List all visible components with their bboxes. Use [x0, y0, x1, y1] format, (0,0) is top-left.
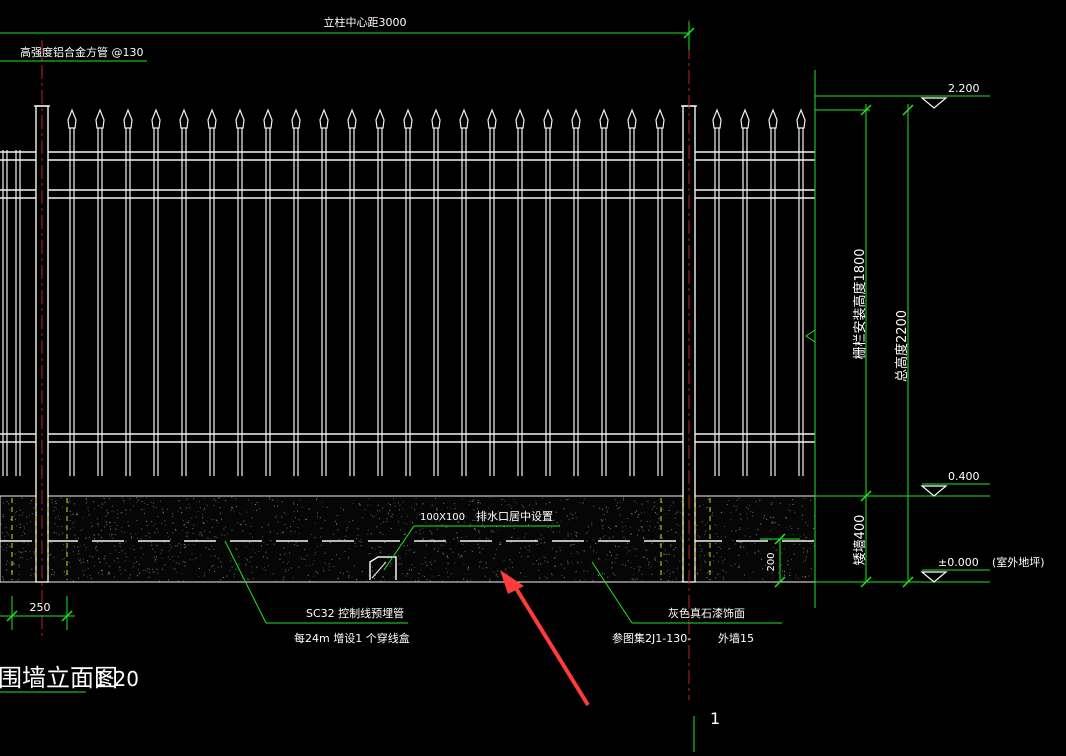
fence-picket: [15, 150, 21, 476]
top-dimension-label: 立柱中心距3000: [324, 15, 407, 29]
fence-picket: [768, 108, 778, 476]
finish-line3-label: 外墙15: [718, 631, 754, 645]
fence-picket: [179, 108, 189, 476]
material-note: 高强度铝合金方管 @130: [0, 45, 147, 62]
material-note-label: 高强度铝合金方管 @130: [20, 45, 144, 59]
fence-picket: [796, 108, 806, 476]
elevation-marker-mid: 0.400: [920, 470, 990, 497]
dimension-250: 250: [0, 596, 75, 630]
drain-opening: [369, 556, 397, 580]
conduit-line2-label: 每24m 增设1 个穿线盒: [294, 631, 410, 645]
fence-post-left: [34, 40, 50, 640]
annotation-arrow: [500, 570, 590, 707]
fence-picket: [291, 108, 301, 476]
fence-pickets: [2, 108, 806, 476]
elevation-marker-top: 2.200: [920, 82, 990, 109]
drain-leader: 100X100 排水口居中设置: [383, 509, 560, 571]
fence-picket: [319, 108, 329, 476]
drain-size-label: 100X100: [420, 512, 465, 523]
conduit-line1-label: SC32 控制线预埋管: [306, 606, 404, 620]
fence-picket: [207, 108, 217, 476]
dim-200-label: 200: [766, 552, 777, 571]
total-height-label: 总高度2200: [894, 310, 910, 382]
fence-picket: [2, 150, 8, 476]
fence-post-right: [681, 20, 697, 700]
fence-picket: [235, 108, 245, 476]
fence-picket: [571, 108, 581, 476]
finish-line2-label: 参图集2J1-130-: [612, 631, 691, 645]
fence-picket: [347, 108, 357, 476]
fence-picket: [67, 108, 77, 476]
drawing-title-block: 围墙立面图 1:20: [0, 664, 139, 693]
fence-picket: [515, 108, 525, 476]
drain-opening-hatch: [371, 561, 387, 579]
elevation-marker-ground: ±0.000 (室外地坪): [920, 555, 1045, 583]
fence-picket: [627, 108, 637, 476]
fence-picket: [487, 108, 497, 476]
dim-250-label: 250: [30, 601, 51, 614]
drain-note-label: 排水口居中设置: [476, 509, 553, 523]
finish-line1-label: 灰色真石漆饰面: [668, 606, 745, 620]
sheet-marker: 1: [693, 709, 720, 752]
top-dimension: 立柱中心距3000: [0, 15, 695, 50]
fence-picket: [655, 108, 665, 476]
fence-picket: [263, 108, 273, 476]
fence-picket: [375, 108, 385, 476]
fence-picket: [95, 108, 105, 476]
fence-picket: [599, 108, 609, 476]
sheet-number: 1: [710, 709, 720, 728]
drawing-scale: 1:20: [94, 667, 139, 691]
base-wall: [0, 495, 816, 583]
finish-leader: 灰色真石漆饰面 参图集2J1-130- 外墙15: [591, 561, 782, 645]
right-dimensions: 栅栏安装高度1800 总高度2200 矮墙400 200: [760, 70, 990, 608]
fence-picket: [543, 108, 553, 476]
fence-picket: [459, 108, 469, 476]
fence-picket: [431, 108, 441, 476]
ground-note-label: (室外地坪): [992, 555, 1045, 569]
fence-picket: [740, 108, 750, 476]
elevation-mid-label: 0.400: [948, 470, 980, 483]
fence-picket: [403, 108, 413, 476]
drawing-title: 围墙立面图: [0, 664, 118, 692]
conduit-leader: SC32 控制线预埋管 每24m 增设1 个穿线盒: [224, 540, 410, 645]
elevation-top-label: 2.200: [948, 82, 980, 95]
fence-rails: [0, 151, 815, 443]
fence-picket: [151, 108, 161, 476]
elevation-ground-label: ±0.000: [938, 556, 979, 569]
base-wall-label: 矮墙400: [853, 515, 868, 566]
railing-height-label: 栅栏安装高度1800: [852, 248, 868, 359]
fence-picket: [712, 108, 722, 476]
fence-picket: [123, 108, 133, 476]
